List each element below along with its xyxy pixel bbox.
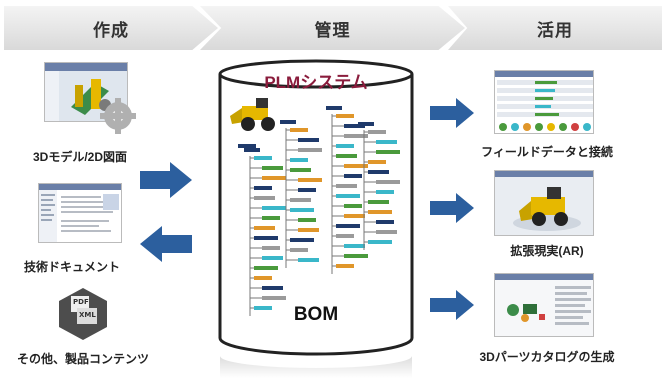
bom-node bbox=[344, 134, 368, 138]
bom-node bbox=[376, 230, 397, 234]
bom-node bbox=[254, 266, 278, 270]
arrow-to-ar-icon bbox=[430, 193, 474, 223]
bom-node bbox=[326, 106, 342, 110]
arrow-left-from-plm-icon bbox=[140, 226, 192, 262]
parts-catalog-thumbnail bbox=[494, 273, 594, 337]
bom-node bbox=[368, 210, 392, 214]
parts-catalog-icon bbox=[495, 274, 593, 336]
bom-node bbox=[336, 184, 357, 188]
create-item-tech-doc: 技術ドキュメント bbox=[23, 260, 120, 274]
bom-node bbox=[298, 218, 316, 222]
use-item-parts-catalog: 3Dパーツカタログの生成 bbox=[479, 350, 615, 364]
bom-node bbox=[254, 156, 272, 160]
cylinder-reflection bbox=[220, 356, 412, 378]
arrow-right-to-plm-icon bbox=[140, 162, 192, 198]
step-manage-chevron: 管理 bbox=[200, 6, 465, 50]
step-create-label: 作成 bbox=[93, 20, 129, 40]
plm-system-title: PLMシステム bbox=[264, 73, 368, 92]
plm-system-cylinder: PLMシステム BOM bbox=[218, 58, 414, 358]
dashboard-icon bbox=[495, 71, 593, 131]
bom-node bbox=[262, 176, 286, 180]
bom-node bbox=[344, 164, 368, 168]
bom-node bbox=[336, 224, 360, 228]
bom-node bbox=[376, 180, 400, 184]
gear-group-icon bbox=[100, 98, 136, 134]
bom-node bbox=[290, 128, 308, 132]
bom-node bbox=[262, 246, 280, 250]
bom-node bbox=[254, 276, 272, 280]
bom-node bbox=[344, 174, 362, 178]
bom-node bbox=[298, 178, 322, 182]
bom-node bbox=[344, 214, 365, 218]
bom-node bbox=[254, 236, 278, 240]
bom-node bbox=[368, 170, 389, 174]
use-item-field-data: フィールドデータと接続 bbox=[481, 145, 613, 159]
bom-node bbox=[336, 194, 360, 198]
bom-node bbox=[298, 138, 319, 142]
use-item-ar: 拡張現実(AR) bbox=[510, 244, 584, 258]
bom-node bbox=[358, 122, 374, 126]
bom-label: BOM bbox=[293, 304, 339, 325]
bom-node bbox=[368, 130, 386, 134]
bom-node bbox=[376, 150, 400, 154]
bom-node bbox=[280, 120, 296, 124]
bom-node bbox=[368, 240, 392, 244]
bom-node bbox=[290, 198, 311, 202]
bom-node bbox=[336, 264, 354, 268]
step-use-chevron: 活用 bbox=[448, 6, 662, 50]
bom-node bbox=[344, 204, 362, 208]
bom-node bbox=[254, 196, 275, 200]
wheel-loader-icon bbox=[230, 98, 275, 131]
create-item-other-content: その他、製品コンテンツ bbox=[16, 352, 149, 366]
bom-node bbox=[298, 228, 319, 232]
bom-node bbox=[290, 248, 308, 252]
bom-node bbox=[336, 154, 357, 158]
bom-node bbox=[344, 254, 368, 258]
bom-node bbox=[262, 216, 280, 220]
bom-node bbox=[368, 160, 386, 164]
field-data-dashboard-thumbnail bbox=[494, 70, 594, 134]
step-create-chevron: 作成 bbox=[4, 6, 218, 50]
bom-node bbox=[344, 124, 365, 128]
bom-node bbox=[244, 148, 260, 152]
bom-node bbox=[290, 238, 314, 242]
ar-loader-icon bbox=[495, 171, 593, 235]
bom-node bbox=[254, 226, 275, 230]
bom-node bbox=[290, 158, 308, 162]
bom-node bbox=[336, 144, 354, 148]
arrow-to-field-data-icon bbox=[430, 98, 474, 128]
bom-node bbox=[254, 186, 272, 190]
document-icon bbox=[39, 184, 121, 242]
bom-node bbox=[254, 306, 272, 310]
bom-tree-diagram bbox=[238, 106, 400, 316]
bom-node bbox=[368, 200, 389, 204]
document-window-thumbnail bbox=[38, 183, 122, 243]
arrow-to-parts-catalog-icon bbox=[430, 290, 474, 320]
bom-node bbox=[376, 140, 397, 144]
bom-node bbox=[290, 208, 314, 212]
ar-view-thumbnail bbox=[494, 170, 594, 236]
bom-node bbox=[298, 148, 322, 152]
bom-node bbox=[344, 244, 365, 248]
step-manage-label: 管理 bbox=[314, 20, 351, 40]
bom-node bbox=[336, 114, 354, 118]
bom-node bbox=[262, 296, 286, 300]
xml-badge: XML bbox=[79, 311, 96, 319]
content-hexagon-icon bbox=[59, 288, 107, 340]
bom-node bbox=[336, 234, 354, 238]
bom-node bbox=[298, 188, 316, 192]
step-use-label: 活用 bbox=[537, 20, 573, 40]
bom-node bbox=[298, 258, 319, 262]
bom-node bbox=[290, 168, 311, 172]
bom-node bbox=[376, 220, 394, 224]
create-item-3d-model: 3Dモデル/2D図面 bbox=[32, 150, 127, 164]
bom-node bbox=[262, 166, 283, 170]
bom-node bbox=[262, 256, 283, 260]
bom-node bbox=[262, 206, 286, 210]
bom-node bbox=[376, 190, 394, 194]
bom-node bbox=[238, 144, 256, 148]
pdf-badge: PDF bbox=[73, 298, 89, 306]
bom-node bbox=[262, 286, 283, 290]
